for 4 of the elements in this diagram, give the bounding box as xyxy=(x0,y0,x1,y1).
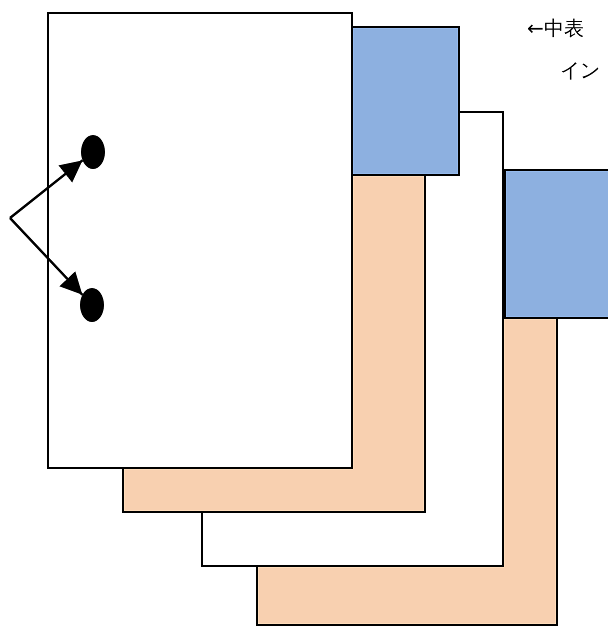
arrow xyxy=(9,159,84,219)
note-text: ←中表 xyxy=(527,16,584,40)
note-text: イン xyxy=(560,58,600,82)
arrow xyxy=(9,217,84,296)
